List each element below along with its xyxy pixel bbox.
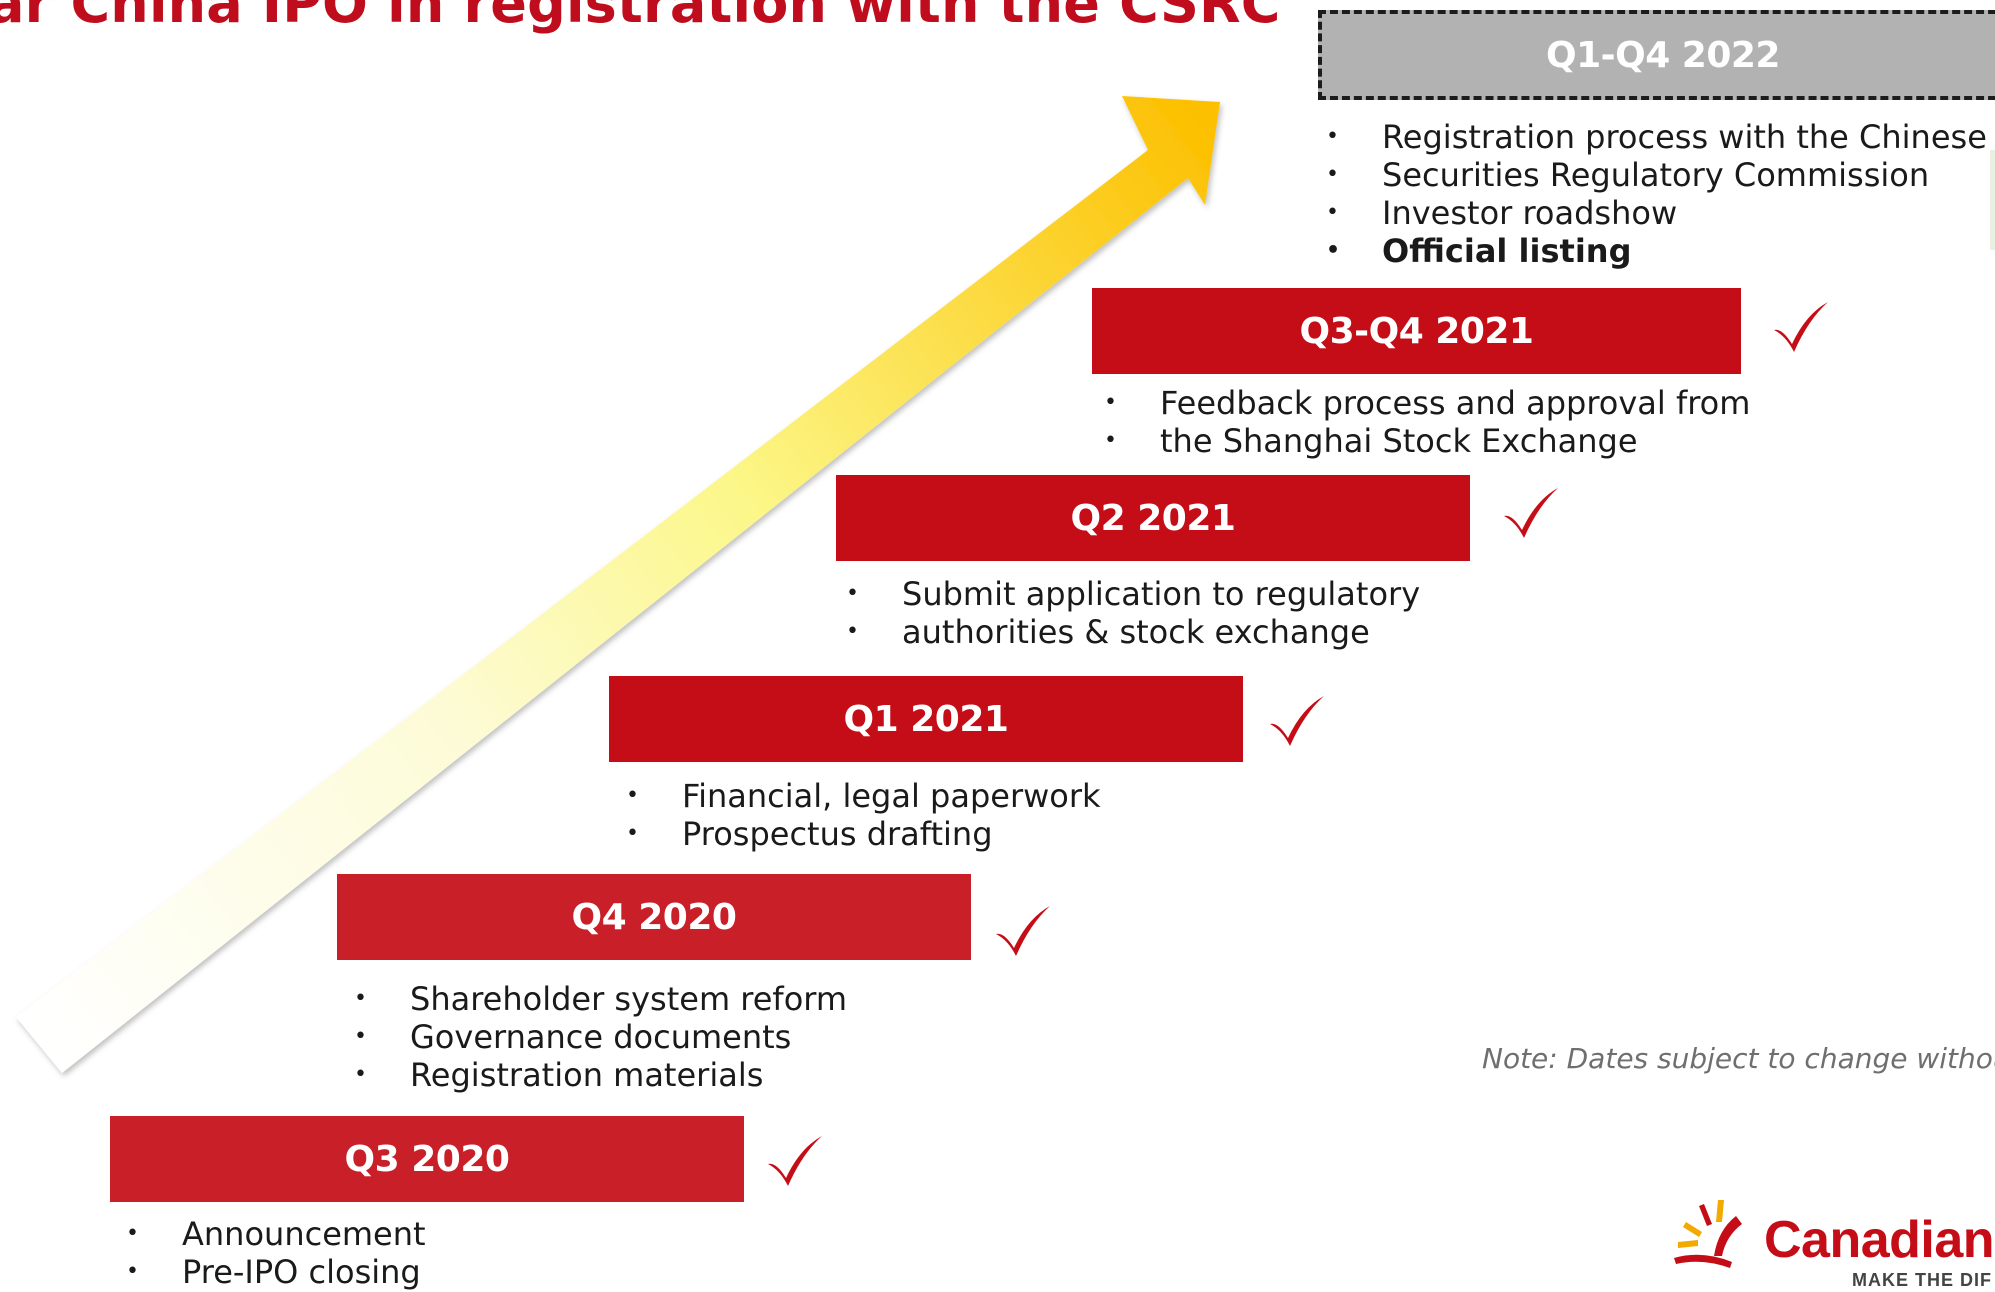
list-item: Shareholder system reform xyxy=(354,980,847,1018)
list-item: the Shanghai Stock Exchange xyxy=(1104,422,1750,460)
milestone-items-q2-2021: Submit application to regulatory authori… xyxy=(846,575,1420,651)
milestone-label: Q3-Q4 2021 xyxy=(1299,310,1534,352)
list-item-continuation: Securities Regulatory Commission xyxy=(1382,156,1930,194)
list-item: Pre-IPO closing xyxy=(126,1253,426,1291)
list-item: Official listing xyxy=(1326,232,1987,270)
list-item: Securities Regulatory Commission xyxy=(1326,156,1987,194)
milestone-items-q4-2020: Shareholder system reform Governance doc… xyxy=(354,980,847,1094)
list-item: Registration process with the Chinese xyxy=(1326,118,1987,156)
checkmark-icon xyxy=(1270,696,1324,746)
list-item: Registration materials xyxy=(354,1056,847,1094)
logo-name: CanadianS xyxy=(1764,1211,1995,1269)
milestone-label: Q4 2020 xyxy=(571,896,737,938)
milestone-label: Q3 2020 xyxy=(344,1138,510,1180)
milestone-items-q1-q4-2022: Registration process with the Chinese Se… xyxy=(1326,118,1987,270)
checkmark-icon xyxy=(996,906,1050,956)
sun-logo-icon xyxy=(1674,1200,1742,1268)
logo-tagline: MAKE THE DIF xyxy=(1852,1270,1992,1290)
milestone-bar-q1-q4-2022: Q1-Q4 2022 xyxy=(1318,10,1995,100)
cropped-graphic-edge xyxy=(1990,150,1995,250)
company-logo: CanadianS MAKE THE DIF xyxy=(1672,1192,1995,1292)
list-item: Feedback process and approval from xyxy=(1104,384,1750,422)
list-item: Submit application to regulatory xyxy=(846,575,1420,613)
milestone-bar-q3-q4-2021: Q3-Q4 2021 xyxy=(1092,288,1741,374)
checkmark-icon xyxy=(1504,488,1558,538)
list-item: Announcement xyxy=(126,1215,426,1253)
list-item: Investor roadshow xyxy=(1326,194,1987,232)
milestone-bar-q3-2020: Q3 2020 xyxy=(110,1116,744,1202)
milestone-bar-q1-2021: Q1 2021 xyxy=(609,676,1243,762)
milestone-label: Q2 2021 xyxy=(1070,497,1236,539)
milestone-label: Q1-Q4 2022 xyxy=(1546,34,1780,76)
checkmark-icon xyxy=(768,1136,822,1186)
milestone-items-q3-2020: Announcement Pre-IPO closing xyxy=(126,1215,426,1291)
checkmark-icon xyxy=(1774,302,1828,352)
list-item: Prospectus drafting xyxy=(626,815,1101,853)
milestone-bar-q2-2021: Q2 2021 xyxy=(836,475,1470,561)
page-title: ar China IPO in registration with the CS… xyxy=(0,0,1281,35)
milestone-items-q1-2021: Financial, legal paperwork Prospectus dr… xyxy=(626,777,1101,853)
milestone-bar-q4-2020: Q4 2020 xyxy=(337,874,971,960)
list-item: Financial, legal paperwork xyxy=(626,777,1101,815)
list-item: authorities & stock exchange xyxy=(846,613,1420,651)
milestone-label: Q1 2021 xyxy=(843,698,1009,740)
milestone-items-q3-q4-2021: Feedback process and approval from the S… xyxy=(1104,384,1750,460)
dates-note: Note: Dates subject to change without n xyxy=(1482,1042,1995,1075)
list-item: Governance documents xyxy=(354,1018,847,1056)
